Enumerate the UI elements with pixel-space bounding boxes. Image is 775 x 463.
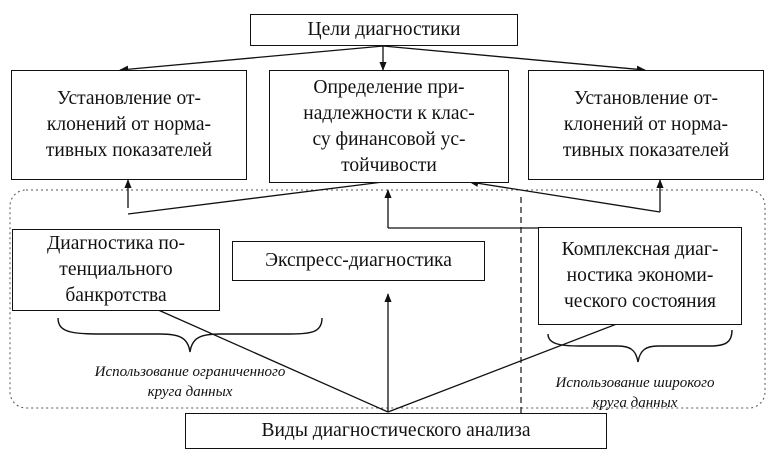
arrow-types-left	[137, 300, 389, 413]
goals-title: Цели диагностики	[307, 19, 461, 40]
note-limited-data: Использование ограниченного круга данных	[94, 364, 286, 400]
type-box-bankruptcy: Диагностика по- тенциального банкротства	[12, 229, 220, 311]
type-label-express: Экспресс-диагностика	[265, 250, 452, 271]
goal-label-deviation-right: Установление от- клонений от норма- тивн…	[562, 88, 730, 161]
note-wide-data: Использование широкого круга данных	[555, 375, 715, 411]
connector-left-diag	[127, 181, 384, 215]
analysis-types-title-box: Виды диагностического анализа	[185, 413, 607, 449]
type-box-complex: Комплексная диаг- ностика экономи- ческо…	[538, 227, 742, 325]
arrow-types-right	[387, 311, 649, 413]
brace-limited	[57, 317, 323, 353]
arrow-goals-right	[382, 45, 646, 73]
goal-label-deviation-left: Установление от- клонений от норма- тивн…	[45, 88, 213, 161]
connector-right-diag	[469, 179, 661, 213]
brace-wide	[547, 329, 733, 363]
type-label-bankruptcy: Диагностика по- тенциального банкротства	[46, 233, 186, 306]
type-box-express: Экспресс-диагностика	[232, 241, 485, 281]
goal-box-stability-class: Определение при- надлежности к клас- су …	[269, 70, 509, 183]
analysis-types-title: Виды диагностического анализа	[261, 420, 531, 441]
goal-box-deviation-left: Установление от- клонений от норма- тивн…	[11, 70, 247, 180]
type-label-complex: Комплексная диаг- ностика экономи- ческо…	[561, 239, 719, 312]
goal-label-stability-class: Определение при- надлежности к клас- су …	[303, 76, 475, 176]
arrow-goals-left	[119, 45, 384, 73]
goals-title-box: Цели диагностики	[250, 14, 518, 46]
goal-box-deviation-right: Установление от- клонений от норма- тивн…	[528, 70, 764, 180]
